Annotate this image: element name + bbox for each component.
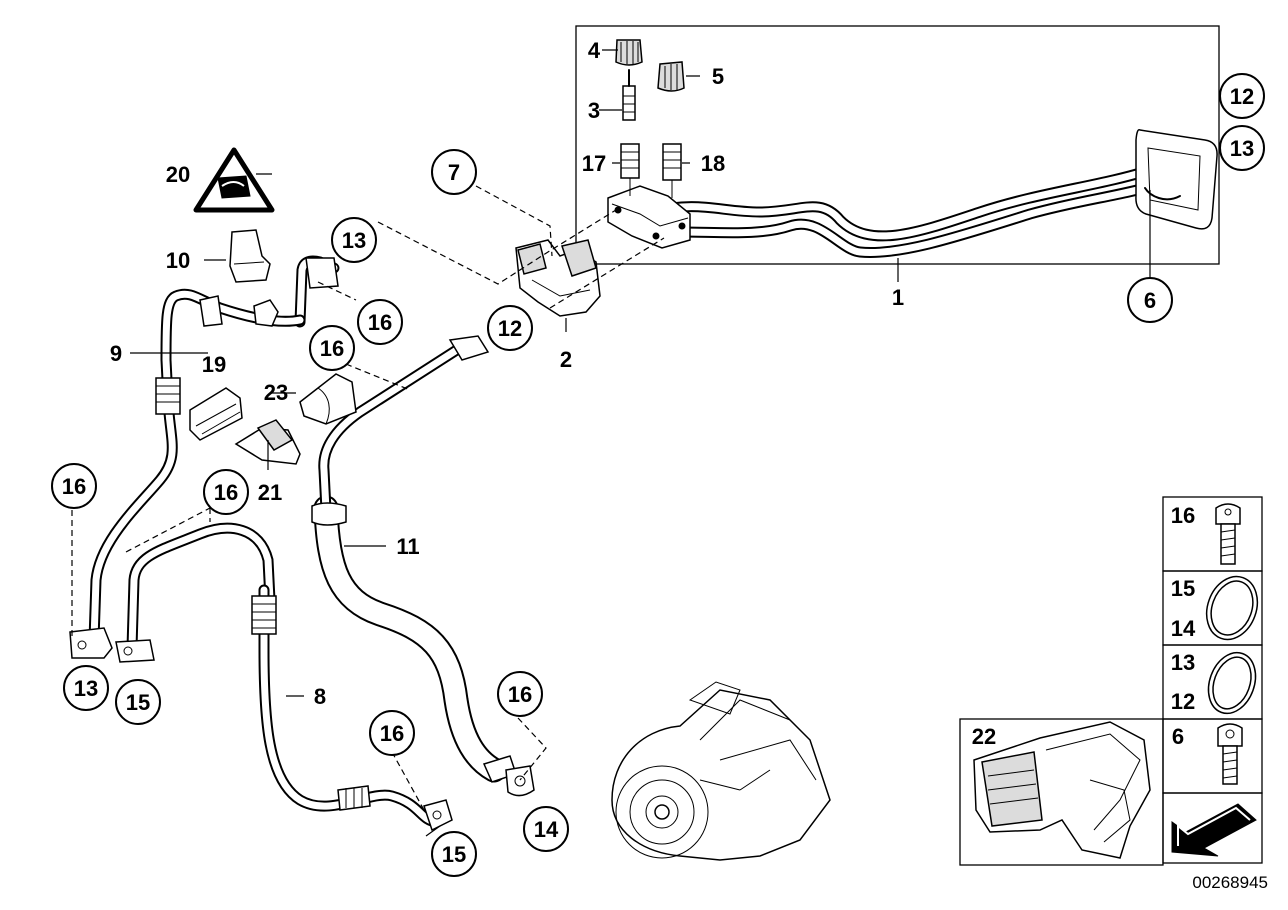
label-4: 4: [588, 38, 601, 63]
cover-22: [973, 721, 1151, 859]
hose-9: [69, 229, 340, 659]
cap-5: [657, 61, 685, 92]
label-9: 9: [110, 341, 122, 366]
legend-label-12: 12: [1171, 689, 1195, 714]
bracket-2: [515, 239, 601, 317]
warning-label-20: [193, 147, 275, 213]
label-15a: 15: [126, 690, 150, 715]
label-23: 23: [264, 380, 288, 405]
pipe-15-left: [115, 522, 276, 663]
valve-18: [662, 143, 682, 198]
label-8: 8: [314, 684, 326, 709]
label-20: 20: [166, 162, 190, 187]
valve-core-3: [622, 69, 636, 121]
label-13a: 13: [342, 228, 366, 253]
part-23: [299, 373, 357, 425]
bolt-icon: [1215, 503, 1241, 565]
label-19: 19: [202, 352, 226, 377]
pipe-assembly-1: [607, 128, 1218, 258]
hose-11: [311, 335, 535, 797]
legend-label-16: 16: [1171, 503, 1195, 528]
label-6: 6: [1144, 288, 1156, 313]
label-16b: 16: [320, 336, 344, 361]
legend-label-14: 14: [1171, 616, 1196, 641]
legend-boxes: 16 15 14 13 12 6: [959, 496, 1263, 866]
label-13c: 13: [74, 676, 98, 701]
o-ring-small-icon: [1207, 651, 1257, 715]
label-14: 14: [534, 817, 559, 842]
label-2: 2: [560, 347, 572, 372]
label-15b: 15: [442, 842, 466, 867]
label-22: 22: [972, 724, 996, 749]
hose-8: [251, 584, 453, 832]
o-ring-icon: [1205, 575, 1259, 641]
legend-label-15: 15: [1171, 576, 1195, 601]
label-7: 7: [448, 160, 460, 185]
label-13b: 13: [1230, 136, 1254, 161]
label-5: 5: [712, 64, 724, 89]
leader-lines: [130, 49, 1151, 837]
label-1: 1: [892, 285, 904, 310]
label-12b: 12: [1230, 84, 1254, 109]
direction-arrow-icon: [1171, 803, 1257, 857]
label-21: 21: [258, 480, 282, 505]
callout-circles: [51, 73, 1265, 877]
cap-4: [615, 39, 643, 66]
legend-label-13: 13: [1171, 650, 1195, 675]
label-16f: 16: [508, 682, 532, 707]
label-10: 10: [166, 248, 190, 273]
dashed-lines: [71, 185, 665, 811]
label-16c: 16: [62, 474, 86, 499]
document-number: 00268945: [1192, 873, 1268, 892]
legend-label-6: 6: [1172, 724, 1184, 749]
compressor: [611, 681, 831, 861]
clip-19: [189, 387, 243, 441]
label-17: 17: [582, 151, 606, 176]
label-16a: 16: [368, 310, 392, 335]
label-11: 11: [396, 534, 419, 559]
label-3: 3: [588, 98, 600, 123]
screw-icon: [1217, 723, 1243, 785]
label-18: 18: [701, 151, 725, 176]
label-16e: 16: [380, 721, 404, 746]
valve-17: [620, 143, 640, 196]
label-12a: 12: [498, 316, 522, 341]
part-labels: 1 2 3 4 5 6 7 8 9 10 11 12 12 13 13 13 1…: [62, 38, 1254, 867]
label-16d: 16: [214, 480, 238, 505]
